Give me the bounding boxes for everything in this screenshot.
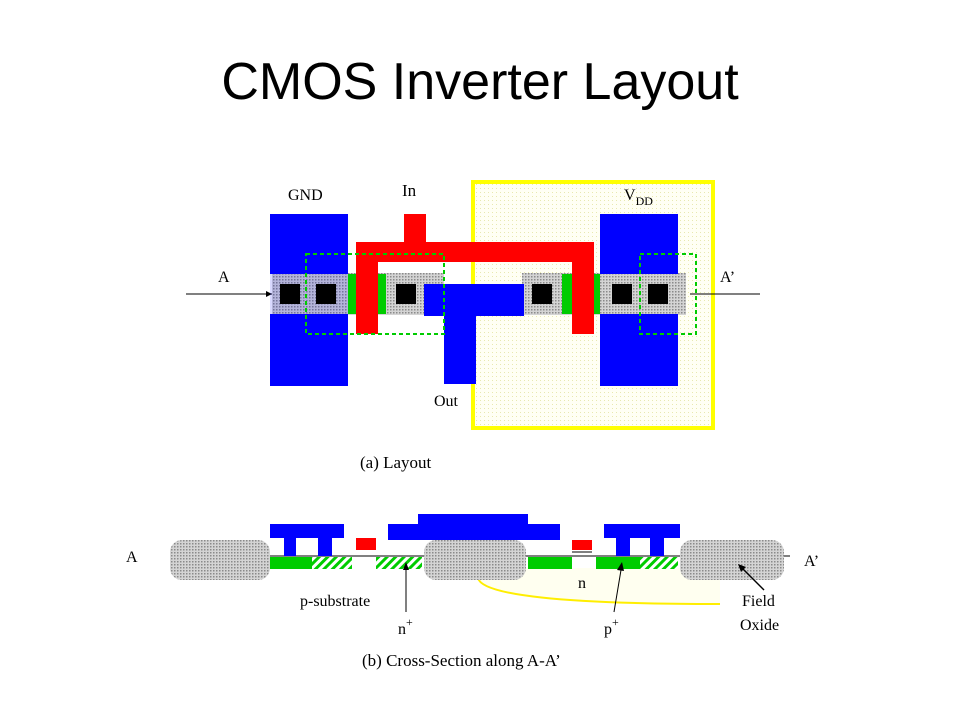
out-metal-vertical (444, 284, 476, 384)
field-oxide-right (680, 540, 784, 580)
field-oxide-left (170, 540, 270, 580)
field-oxide-center (424, 540, 526, 580)
n-plus-hatched (376, 557, 422, 569)
field-oxide-pointer-head (738, 564, 746, 572)
p-substrate-label: p-substrate (300, 593, 370, 610)
metal-right-bar (604, 524, 680, 538)
n-plus-label-main: n (398, 621, 406, 638)
n-plus-label: n+ (398, 615, 413, 638)
contact (280, 284, 300, 304)
cut-arrow-left (266, 291, 272, 297)
cross-section-caption: (b) Cross-Section along A-A’ (362, 651, 561, 670)
oxide-label: Oxide (740, 617, 779, 634)
p-plus-pointer (613, 563, 623, 613)
p-plus-label: p+ (604, 615, 619, 638)
p-plus-label-sup: + (612, 615, 619, 629)
cross-label-a: A (126, 549, 138, 566)
slide-title: CMOS Inverter Layout (221, 53, 739, 111)
contact (396, 284, 416, 304)
vdd-label-sub: DD (636, 194, 654, 208)
metal-left-via-2 (318, 538, 332, 556)
n-plus-label-sup: + (406, 615, 413, 629)
n-well-boundary (477, 577, 721, 605)
pmos-channel-left (562, 274, 572, 314)
n-plus-pointer-head (403, 562, 409, 570)
poly-in-stub (404, 214, 426, 244)
field-oxide-pointer (739, 565, 765, 591)
contact (612, 284, 632, 304)
poly-gate-left (356, 538, 376, 550)
layout-caption: (a) Layout (360, 453, 432, 472)
contact (532, 284, 552, 304)
n-plus-hatched-right (640, 557, 678, 569)
poly-gate-nmos (356, 242, 378, 334)
field-label: Field (742, 593, 775, 610)
poly-gate-right (572, 540, 592, 550)
cross-section-view: A A’ n p-substrate n+ p+ Field Oxide (b)… (126, 514, 819, 670)
n-diffusion-green (528, 557, 572, 569)
contact (648, 284, 668, 304)
p-plus-diffusion (596, 557, 640, 569)
cut-label-a: A (218, 269, 230, 286)
in-label: In (402, 181, 417, 200)
vdd-label: VDD (624, 187, 653, 208)
metal-right-via-2 (650, 538, 664, 556)
metal-right-via-1 (616, 538, 630, 556)
p-plus-hatched (312, 557, 352, 569)
cut-label-a-prime: A’ (720, 269, 735, 286)
metal-left-bar (270, 524, 344, 538)
gnd-metal-top (270, 214, 348, 274)
metal-left-via-1 (284, 538, 296, 556)
gnd-label: GND (288, 187, 323, 204)
cross-label-a-prime: A’ (804, 553, 819, 570)
n-well-label: n (578, 575, 586, 592)
gnd-metal-bottom (270, 314, 348, 386)
layout-view: GND In VDD A A’ Out (a) Layout (186, 180, 760, 472)
p-plus-pointer-head (617, 562, 624, 571)
select-box-pmos (639, 253, 697, 335)
n-well-cross (478, 568, 720, 604)
nmos-channel-right (376, 274, 386, 314)
n-plus-diffusion (270, 557, 312, 569)
out-label: Out (434, 393, 459, 410)
select-box-nmos (305, 253, 445, 335)
vdd-metal-bottom (600, 314, 678, 386)
vdd-label-main: V (624, 187, 636, 204)
poly-gate-pmos (572, 242, 594, 334)
contact (316, 284, 336, 304)
p-plus-label-main: p (604, 621, 612, 638)
poly-top-bar (356, 242, 594, 262)
metal-center-bar (388, 524, 560, 540)
